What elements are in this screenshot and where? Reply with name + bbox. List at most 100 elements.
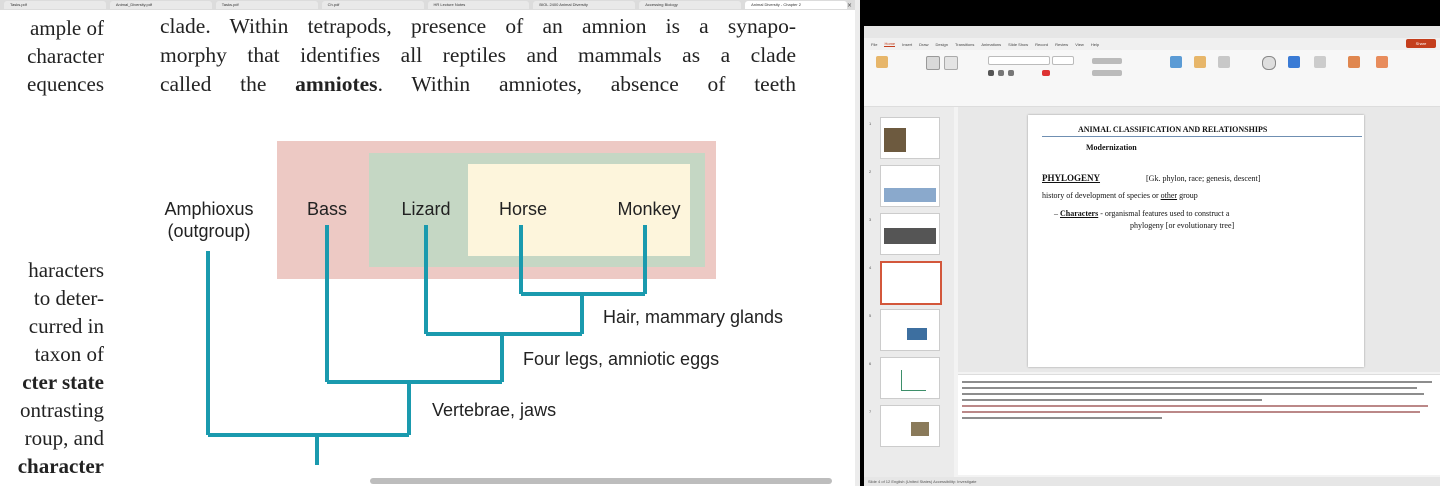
menu-home[interactable]: Home <box>884 41 896 47</box>
phylogeny-term[interactable]: PHYLOGENY <box>1042 173 1101 183</box>
font-box-icon[interactable] <box>988 56 1050 65</box>
align-icon[interactable] <box>1092 70 1122 76</box>
italic-icon[interactable] <box>998 70 1004 76</box>
designer-icon[interactable] <box>1348 56 1360 68</box>
bullet-text: - organismal features used to construct … <box>1100 209 1230 218</box>
paste-icon[interactable] <box>876 56 888 68</box>
cladogram-branches <box>206 225 647 465</box>
taxon-label: Amphioxus (outgroup) <box>150 198 268 242</box>
close-icon[interactable]: × <box>847 1 853 9</box>
cladogram: Amphioxus (outgroup) Bass Lizard Horse M… <box>150 130 850 475</box>
taxon-label: Bass <box>306 199 348 219</box>
new-slide-icon[interactable] <box>926 56 940 70</box>
underline-icon[interactable] <box>1008 70 1014 76</box>
taxon-label: Monkey <box>617 199 681 219</box>
thumbnail-image <box>907 328 927 340</box>
definition-link: other <box>1160 191 1178 200</box>
font-size-icon[interactable] <box>1052 56 1074 65</box>
slide-thumbnail[interactable] <box>880 357 940 399</box>
slide-number: 2 <box>869 169 872 174</box>
trait-label: Four legs, amniotic eggs <box>523 349 720 369</box>
menu-transitions[interactable]: Transitions <box>954 41 975 47</box>
sensitivity-icon[interactable] <box>1314 56 1326 68</box>
definition-text: history of development of species or <box>1042 191 1161 200</box>
thumbnail-image <box>911 422 929 436</box>
shapes-icon[interactable] <box>1170 56 1182 68</box>
slide-editor: ANIMAL CLASSIFICATION AND RELATIONSHIPS … <box>958 107 1440 372</box>
slide-number: 6 <box>869 361 872 366</box>
speaker-notes[interactable] <box>958 374 1440 475</box>
tab[interactable]: Tasks.pdf <box>4 1 106 9</box>
slide-thumbnail[interactable] <box>880 165 940 207</box>
find-icon[interactable] <box>1262 56 1276 70</box>
bullet-continuation[interactable]: phylogeny [or evolutionary tree] <box>1130 221 1235 230</box>
powerpoint-window: File Home Insert Draw Design Transitions… <box>864 26 1440 486</box>
bullet-term: Characters <box>1060 209 1099 218</box>
menu-file[interactable]: File <box>871 41 878 47</box>
menu-record[interactable]: Record <box>1035 41 1049 47</box>
node-amniotes <box>426 332 582 382</box>
tab[interactable]: Animal_Diversity.pdf <box>109 1 212 9</box>
slide-subtitle[interactable]: Modernization <box>1086 143 1137 152</box>
menu-review[interactable]: Review <box>1055 41 1069 47</box>
thumbnail-image <box>901 370 926 391</box>
vertical-scrollbar[interactable] <box>855 0 860 486</box>
arrange-icon[interactable] <box>1194 56 1206 68</box>
taxon-note: (outgroup) <box>167 221 251 241</box>
slide-number: 7 <box>869 409 872 414</box>
menu-animations[interactable]: Animations <box>981 41 1002 47</box>
text-line: cter state <box>22 370 104 394</box>
tab[interactable]: Accessing Biology <box>639 1 742 9</box>
menu-insert[interactable]: Insert <box>902 41 913 47</box>
layout-icon[interactable] <box>944 56 958 70</box>
text-line: haracters <box>28 258 104 282</box>
bold-icon[interactable] <box>988 70 994 76</box>
quick-styles-icon[interactable] <box>1218 56 1230 68</box>
current-slide[interactable]: ANIMAL CLASSIFICATION AND RELATIONSHIPS … <box>1028 115 1364 367</box>
main-paragraph: clade. Within tetrapods, presence of an … <box>160 12 796 99</box>
text-span: . Within amniotes, absence of teeth <box>377 72 796 96</box>
slide-thumbnail[interactable] <box>880 213 940 255</box>
tab[interactable]: Tasks.pdf <box>215 1 318 9</box>
text-line: ample of <box>29 16 104 40</box>
share-button[interactable]: Share <box>1406 39 1436 48</box>
bullets-icon[interactable] <box>1092 58 1122 64</box>
tab[interactable]: Ch.pdf <box>321 1 424 9</box>
horizontal-scrollbar[interactable] <box>370 478 832 484</box>
menu-design[interactable]: Design <box>935 41 948 47</box>
notes-text-line <box>962 417 1162 419</box>
text-line: character <box>17 454 104 478</box>
node-gnathostomes <box>327 380 502 435</box>
slide-thumbnail[interactable] <box>880 309 940 351</box>
notes-text-line <box>962 387 1417 389</box>
ribbon-toolbar <box>864 50 1440 107</box>
trait-label: Hair, mammary glands <box>603 307 784 327</box>
slide-thumbnail-selected[interactable] <box>880 261 942 305</box>
menu-draw[interactable]: Draw <box>919 41 929 47</box>
pdf-viewer-window: Tasks.pdf Animal_Diversity.pdf Tasks.pdf… <box>0 0 860 486</box>
menu-view[interactable]: View <box>1075 41 1084 47</box>
etymology[interactable]: [Gk. phylon, race; genesis, descent] <box>1146 174 1261 183</box>
taxon-label: Horse <box>498 199 547 219</box>
font-color-icon[interactable] <box>1042 70 1050 76</box>
status-bar: Slide 4 of 12 English (United States) Ac… <box>864 477 1440 486</box>
tab[interactable]: BIOL 2400 Animal Diversity <box>533 1 636 9</box>
slide-thumbnail[interactable] <box>880 405 940 447</box>
slide-thumbnail-pane: 1 2 3 4 5 6 7 <box>864 107 954 477</box>
tab-active[interactable]: Animal Diversity - Chapter 2 <box>745 1 847 9</box>
text-line: curred in <box>28 314 104 338</box>
notes-text-line <box>962 411 1420 413</box>
menu-help[interactable]: Help <box>1090 41 1100 47</box>
tab[interactable]: HR Lecture Notes <box>427 1 530 9</box>
notes-text-line <box>962 381 1432 383</box>
copilot-icon[interactable] <box>1376 56 1388 68</box>
bullet-characters[interactable]: – Characters - organismal features used … <box>1054 209 1230 218</box>
trait-label: Vertebrae, jaws <box>432 400 557 420</box>
taxon-label: Lizard <box>401 199 451 219</box>
dictate-icon[interactable] <box>1288 56 1300 68</box>
definition[interactable]: history of development of species or oth… <box>1042 191 1198 200</box>
left-column-text: ample of character equences <box>0 14 104 98</box>
slide-thumbnail[interactable] <box>880 117 940 159</box>
slide-title[interactable]: ANIMAL CLASSIFICATION AND RELATIONSHIPS <box>1078 125 1268 134</box>
menu-slide-show[interactable]: Slide Show <box>1008 41 1029 47</box>
